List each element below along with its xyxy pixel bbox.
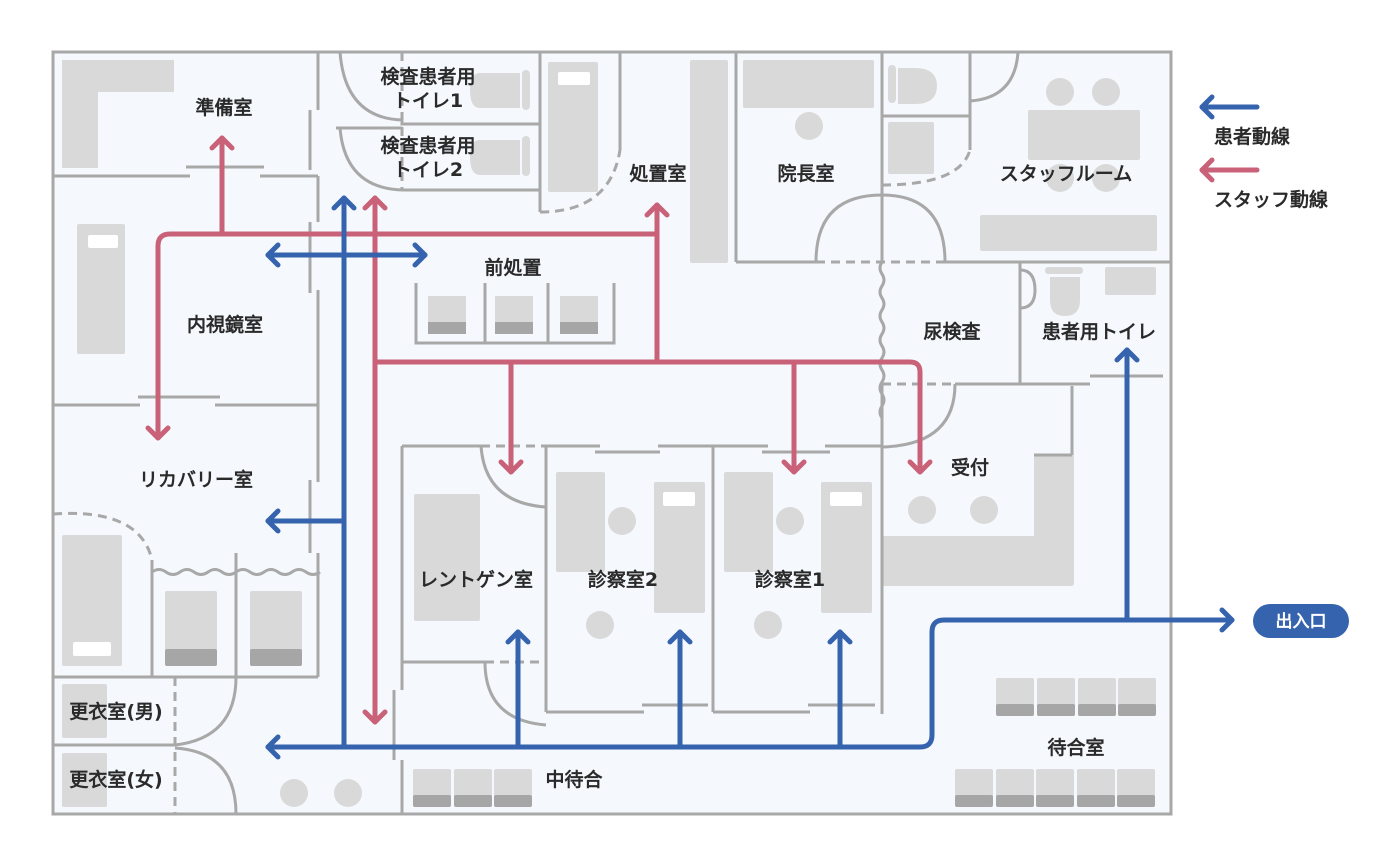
endoscopy-bed	[77, 224, 125, 354]
label-xray: レントゲン室	[419, 568, 533, 591]
label-waiting: 待合室	[1047, 736, 1104, 759]
floor	[53, 52, 1171, 814]
label-preparation: 準備室	[195, 96, 252, 119]
walls	[51, 50, 1173, 816]
label-changing-women: 更衣室(女)	[69, 768, 162, 791]
director-desk	[743, 60, 874, 108]
staff-counter	[980, 215, 1157, 251]
patient-flow-lines	[265, 195, 1235, 760]
label-recovery: リカバリー室	[139, 468, 253, 491]
toilet2-fixture	[470, 140, 520, 175]
prep-counter	[62, 60, 174, 168]
entrance-label: 出入口	[1276, 611, 1327, 632]
label-director: 院長室	[777, 162, 834, 185]
label-urine-test: 尿検査	[923, 320, 981, 343]
room-labels: 準備室 検査患者用 トイレ1 検査患者用 トイレ2 処置室 院長室 スタッフルー…	[69, 65, 1156, 791]
legend-patient-label: 患者動線	[1214, 125, 1290, 148]
label-toilet2-line1: 検査患者用	[380, 134, 475, 157]
label-patient-toilet: 患者用トイレ	[1042, 320, 1156, 343]
label-reception: 受付	[951, 456, 989, 479]
staff-flow-lines	[145, 135, 933, 725]
label-pretreatment: 前処置	[484, 256, 541, 279]
label-treatment: 処置室	[629, 162, 686, 185]
label-toilet2-line2: トイレ2	[393, 159, 463, 181]
label-toilet1-line2: トイレ1	[393, 90, 463, 112]
legend: 患者動線 スタッフ動線	[1199, 94, 1328, 211]
legend-patient-flow: 患者動線	[1199, 94, 1290, 148]
legend-staff-flow: スタッフ動線	[1199, 157, 1328, 211]
treatment-bed	[548, 62, 598, 192]
director-chair	[795, 112, 823, 140]
staff-table	[1028, 110, 1140, 160]
treatment-counter	[690, 60, 728, 263]
label-exam2: 診察室2	[588, 568, 658, 591]
label-inner-waiting: 中待合	[545, 768, 603, 791]
label-changing-men: 更衣室(男)	[69, 700, 162, 723]
entrance-badge: 出入口	[1253, 604, 1349, 638]
label-toilet1-line1: 検査患者用	[380, 65, 475, 88]
label-exam1: 診察室1	[755, 568, 825, 591]
label-endoscopy: 内視鏡室	[187, 313, 263, 336]
toilet1-fixture	[470, 73, 520, 108]
legend-staff-label: スタッフ動線	[1214, 188, 1328, 211]
label-staff-room: スタッフルーム	[1000, 163, 1132, 185]
furniture	[62, 60, 1157, 807]
